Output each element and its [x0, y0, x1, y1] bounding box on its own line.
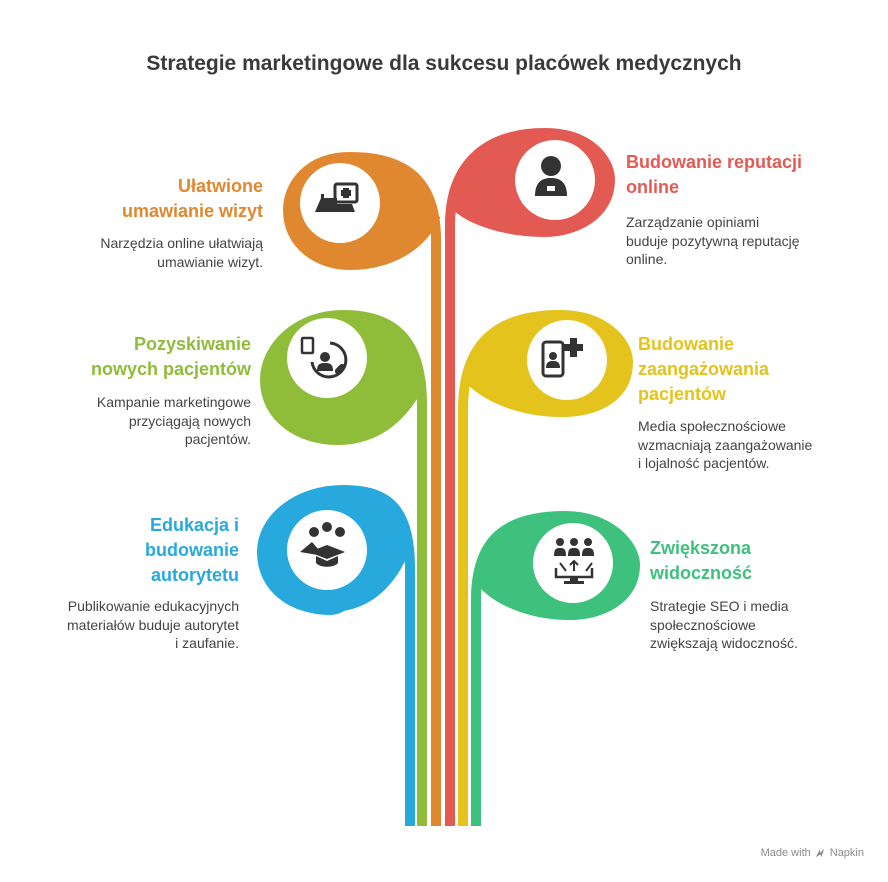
footer: Made with Napkin	[761, 847, 864, 859]
laptop-medical-icon	[315, 182, 359, 212]
patient-cycle-icon	[300, 336, 348, 379]
stem-engagement	[458, 309, 634, 826]
stem-education	[256, 484, 415, 826]
heading-visibility: Zwiększona widoczność	[650, 538, 753, 583]
education-icon	[300, 522, 345, 567]
heading-new-patients: Pozyskiwanie nowych pacjentów	[90, 334, 251, 379]
heading-reputation: Budowanie reputacji online	[626, 152, 803, 197]
description-engagement: Media społecznościowe wzmacniają zaangaż…	[638, 418, 813, 471]
napkin-logo-icon	[815, 848, 824, 857]
description-new-patients: Kampanie marketingowe przyciągają nowych…	[96, 394, 251, 447]
heading-appointments: Ułatwione umawianie wizyt	[121, 176, 263, 221]
page-title: Strategie marketingowe dla sukcesu placó…	[146, 52, 742, 75]
audience-growth-icon	[554, 538, 594, 584]
footer-made-with: Made with	[760, 847, 811, 859]
stem-visibility	[471, 510, 641, 826]
description-visibility: Strategie SEO i media społecznościowe zw…	[650, 598, 798, 651]
footer-brand: Napkin	[829, 847, 864, 859]
mobile-health-icon	[541, 338, 583, 378]
description-education: Publikowanie edukacyjnych materiałów bud…	[67, 598, 239, 651]
description-reputation: Zarządzanie opiniami buduje pozytywną re…	[626, 214, 800, 267]
heading-engagement: Budowanie zaangażowania pacjentów	[638, 334, 770, 404]
description-appointments: Narzędzia online ułatwiają umawianie wiz…	[100, 235, 263, 270]
doctor-icon	[535, 156, 567, 196]
heading-education: Edukacja i budowanie autorytetu	[145, 515, 239, 585]
